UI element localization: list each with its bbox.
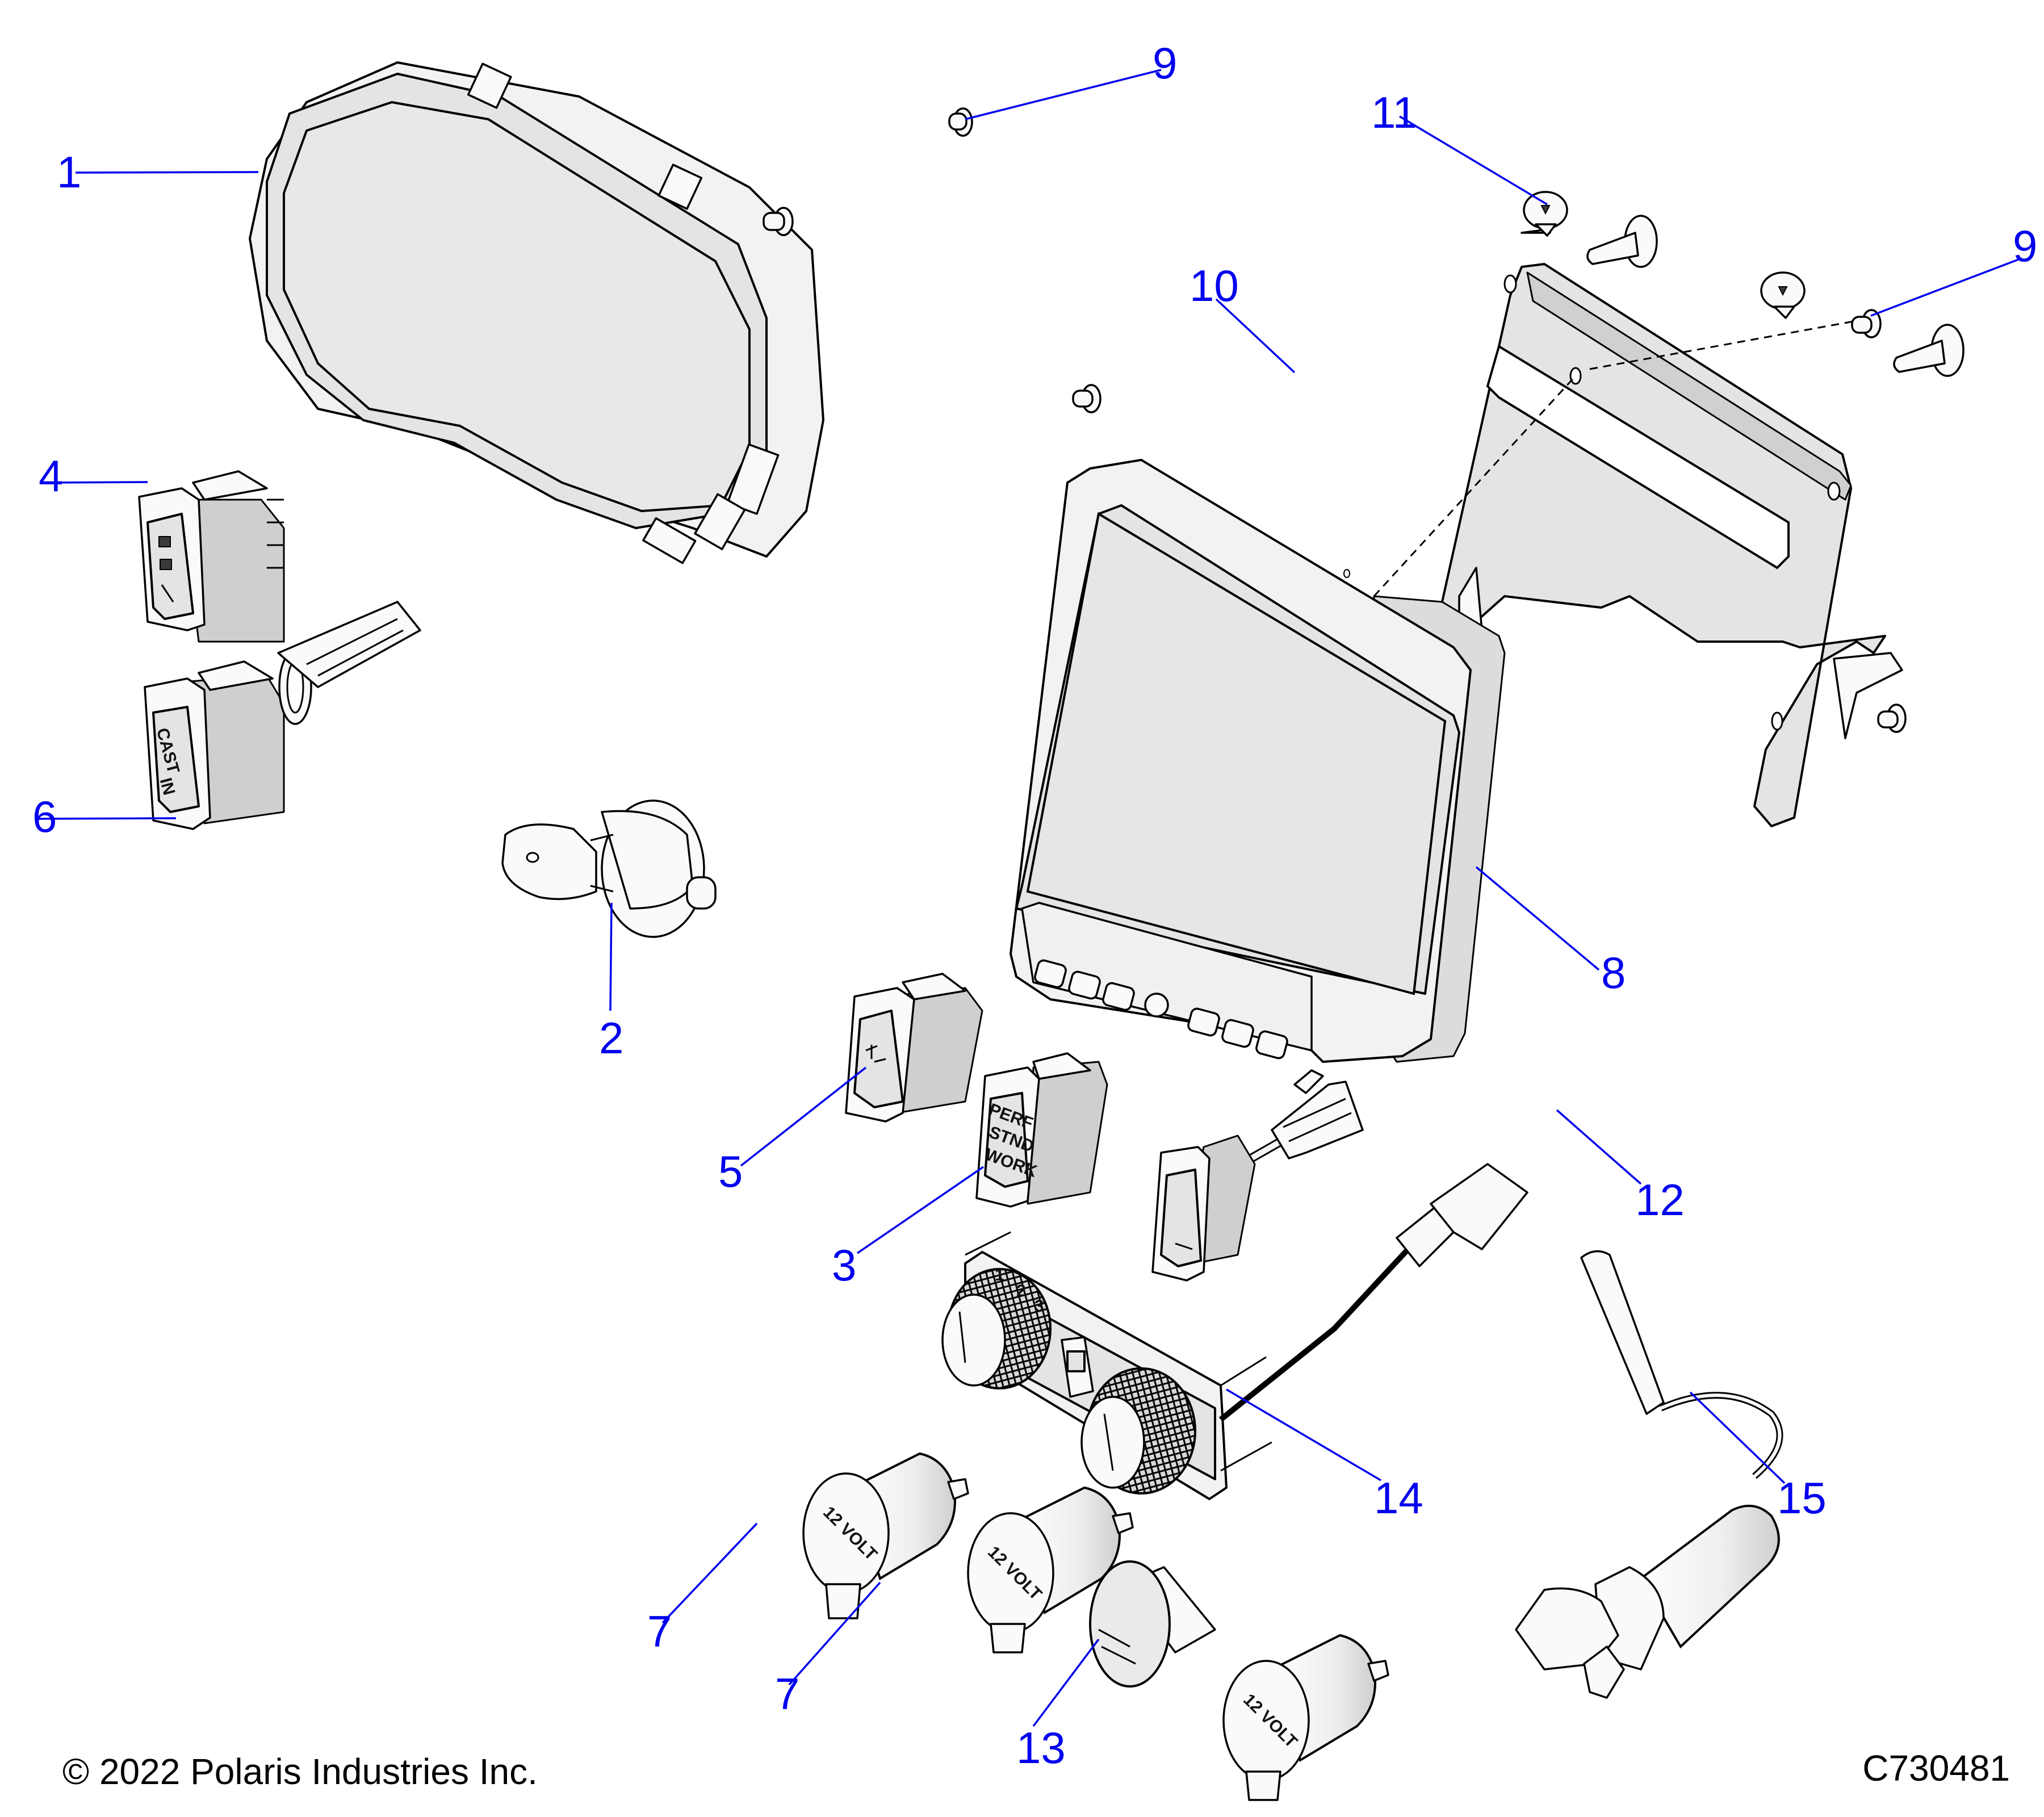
12-volt-outlet-2 xyxy=(967,1486,1134,1653)
push-rivet-mid xyxy=(1072,384,1101,413)
callout-3[interactable]: 3 xyxy=(832,1240,856,1290)
leader-5 xyxy=(740,1066,867,1167)
callout-12[interactable]: 12 xyxy=(1635,1175,1685,1225)
callout-6[interactable]: 6 xyxy=(32,792,57,841)
callout-10[interactable]: 10 xyxy=(1189,261,1239,311)
leader-1 xyxy=(75,171,259,174)
callout-15[interactable]: 15 xyxy=(1777,1473,1827,1523)
leader-lines xyxy=(37,69,2019,1727)
push-rivet-3 xyxy=(1893,324,1965,377)
leader-9b xyxy=(1870,258,2019,317)
usb-outlet-bezel xyxy=(1089,1560,1216,1688)
callouts: 1 2 3 4 5 6 7 7 8 9 9 10 11 12 13 14 15 xyxy=(32,38,2037,1773)
12-volt-outlet-3 xyxy=(1222,1634,1389,1801)
leader-2 xyxy=(609,902,613,1011)
callout-9b[interactable]: 9 xyxy=(2013,221,2037,271)
callout-13[interactable]: 13 xyxy=(1016,1723,1066,1773)
torx-screw-1 xyxy=(1521,191,1568,237)
leader-15 xyxy=(1689,1391,1786,1484)
callout-7a[interactable]: 7 xyxy=(647,1606,672,1656)
rocker-switch-lights xyxy=(138,470,285,643)
callout-8[interactable]: 8 xyxy=(1601,948,1626,998)
leader-14 xyxy=(1226,1388,1381,1481)
12-volt-outlet-1 xyxy=(802,1452,969,1619)
callout-1[interactable]: 1 xyxy=(57,147,81,197)
copyright-notice: © 2022 Polaris Industries Inc. xyxy=(62,1751,538,1792)
leader-6 xyxy=(37,817,177,820)
push-rivet-icon xyxy=(763,207,794,236)
instrument-cluster xyxy=(249,61,824,564)
leader-7a xyxy=(661,1522,758,1624)
fan-scale-3: 3 xyxy=(1034,1297,1044,1316)
rocker-switch-with-harness xyxy=(144,601,421,830)
leader-11 xyxy=(1399,115,1548,206)
leader-13 xyxy=(1032,1638,1100,1727)
push-rivet-low xyxy=(1877,704,1907,733)
callout-9a[interactable]: 9 xyxy=(1153,38,1177,88)
leader-8 xyxy=(1475,866,1600,971)
heater-control-panel xyxy=(941,1163,1528,1500)
alignment-line xyxy=(1373,320,1857,597)
leader-7b xyxy=(788,1581,881,1686)
callout-11[interactable]: 11 xyxy=(1371,87,1417,137)
torx-screw-2 xyxy=(1760,271,1806,319)
rocker-switch-perf-stnd-work xyxy=(975,1052,1108,1208)
leader-12 xyxy=(1556,1109,1642,1185)
usb-charger-with-harness xyxy=(1515,1250,1783,1699)
push-rivet-top xyxy=(948,107,973,137)
fan-scale-1: 1 xyxy=(995,1266,1004,1284)
leader-4 xyxy=(42,481,148,484)
push-rivet-right xyxy=(1851,309,1882,338)
fan-scale-2: 2 xyxy=(1016,1282,1026,1300)
rocker-switch-4wd xyxy=(845,973,983,1123)
ignition-key-switch xyxy=(501,799,717,938)
display-unit xyxy=(1010,459,1506,1063)
display-mounting-bracket xyxy=(1441,263,1903,827)
drawing-number: C730481 xyxy=(1862,1748,2010,1789)
rocker-switch-with-pigtail xyxy=(1151,1069,1364,1282)
callout-2[interactable]: 2 xyxy=(599,1013,623,1063)
leader-10 xyxy=(1215,298,1296,374)
push-rivet-2 xyxy=(1586,215,1658,268)
display-buttons xyxy=(1034,959,1288,1060)
callout-4[interactable]: 4 xyxy=(39,451,63,501)
callout-7b[interactable]: 7 xyxy=(775,1669,799,1719)
callout-14[interactable]: 14 xyxy=(1374,1473,1423,1523)
leader-9a xyxy=(965,69,1162,120)
callout-5[interactable]: 5 xyxy=(718,1146,743,1196)
leader-3 xyxy=(857,1166,984,1254)
